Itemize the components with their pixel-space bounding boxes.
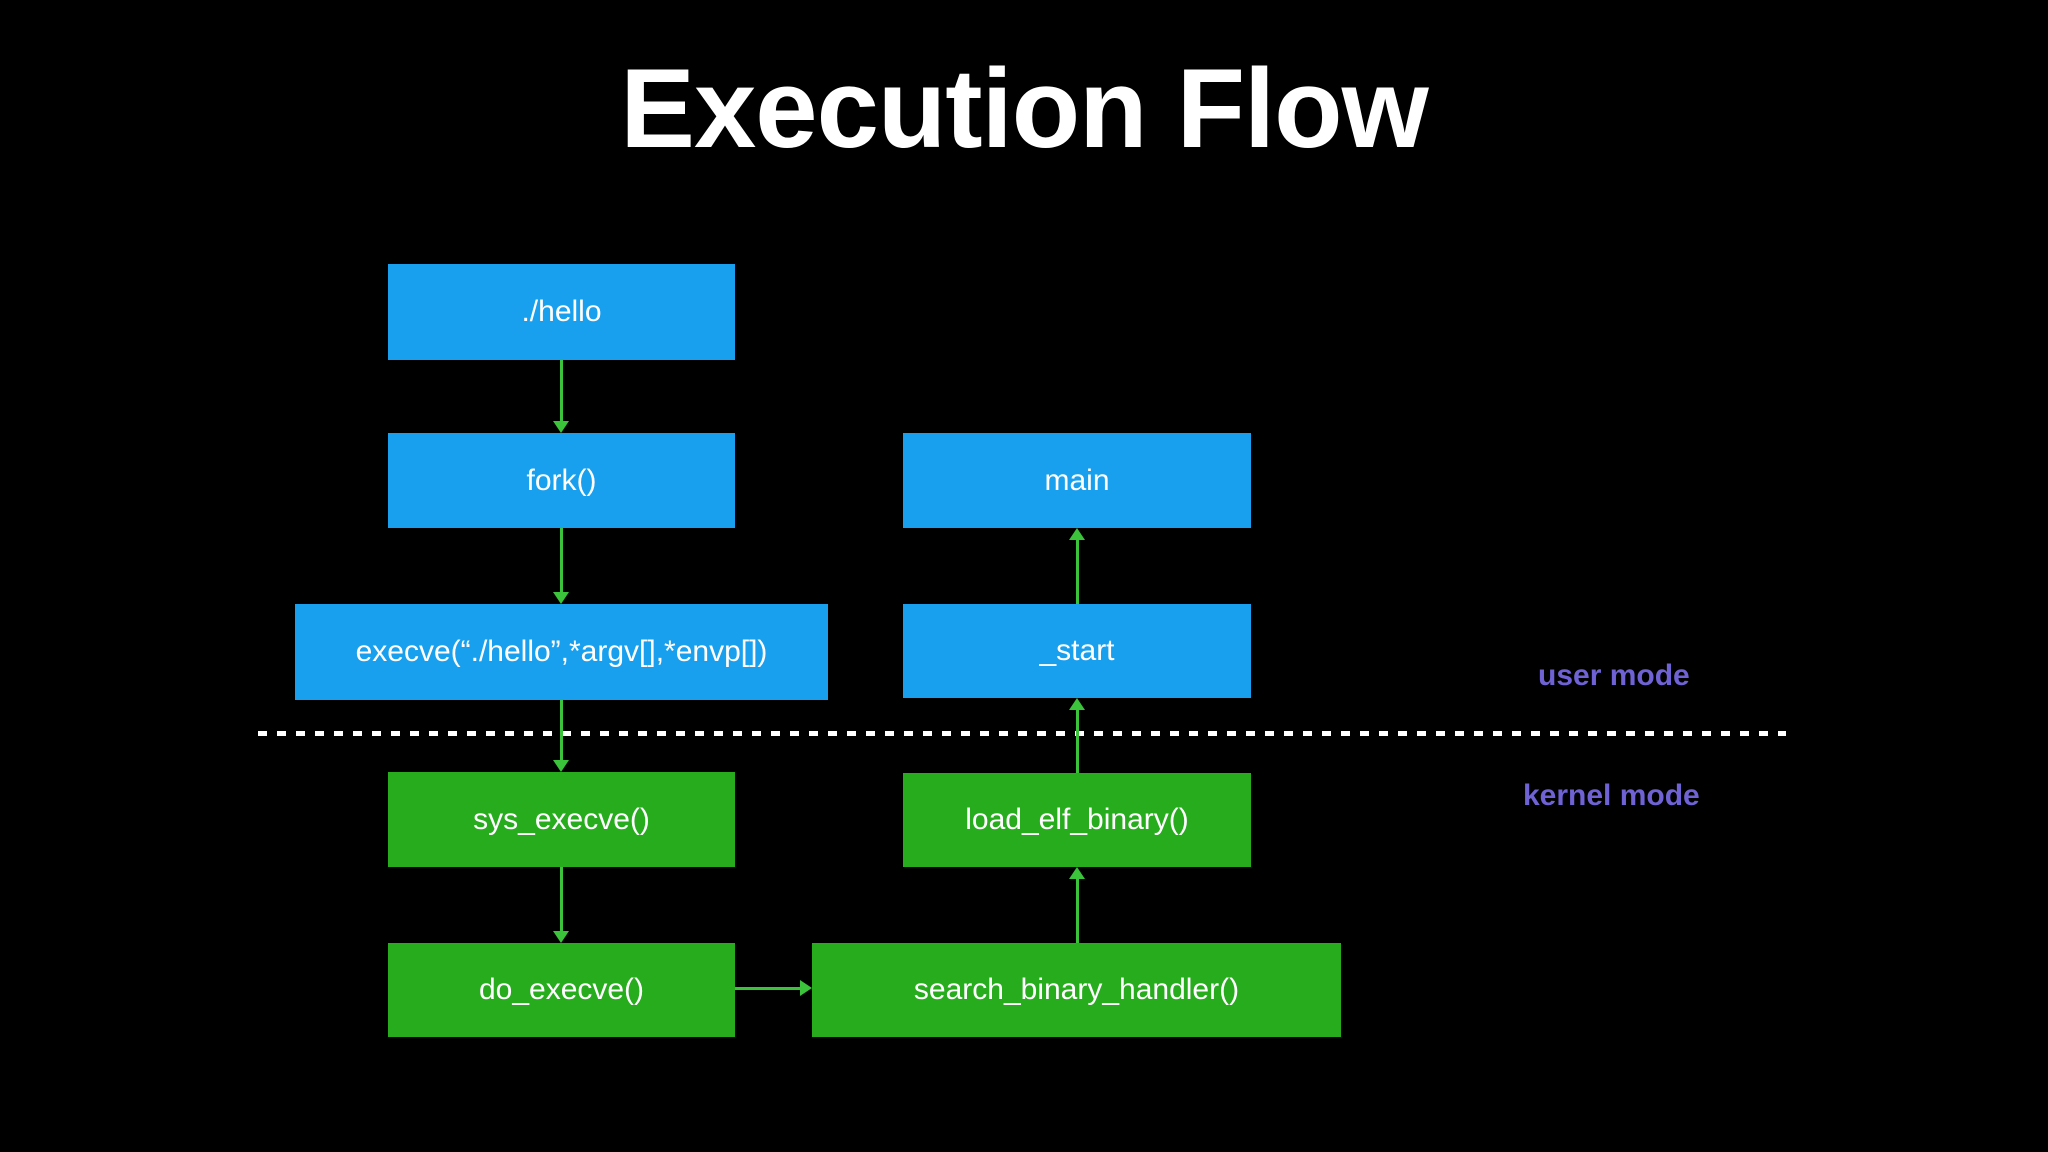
arrow-start-to-main bbox=[1069, 528, 1085, 604]
node-sys-execve: sys_execve() bbox=[388, 772, 735, 867]
node-start: _start bbox=[903, 604, 1251, 698]
node-search-binary-handler: search_binary_handler() bbox=[812, 943, 1341, 1037]
arrow-do-execve-to-search-binary-handler bbox=[735, 980, 812, 996]
arrow-hello-to-fork bbox=[553, 360, 569, 433]
arrow-load-elf-binary-to-start bbox=[1069, 698, 1085, 773]
node-do-execve: do_execve() bbox=[388, 943, 735, 1037]
node-main: main bbox=[903, 433, 1251, 528]
arrow-search-binary-handler-to-load-elf-binary bbox=[1069, 867, 1085, 943]
user-mode-label: user mode bbox=[1538, 659, 1690, 692]
arrow-sys-execve-to-do-execve bbox=[553, 867, 569, 943]
kernel-mode-label: kernel mode bbox=[1523, 779, 1700, 812]
node-load-elf-binary: load_elf_binary() bbox=[903, 773, 1251, 867]
mode-divider-dashed-line bbox=[258, 731, 1786, 736]
arrow-execve-to-sys-execve bbox=[553, 700, 569, 772]
node-fork: fork() bbox=[388, 433, 735, 528]
node-execve: execve(“./hello”,*argv[],*envp[]) bbox=[295, 604, 828, 700]
arrow-fork-to-execve bbox=[553, 528, 569, 604]
slide-title: Execution Flow bbox=[620, 46, 1428, 171]
node-hello: ./hello bbox=[388, 264, 735, 360]
